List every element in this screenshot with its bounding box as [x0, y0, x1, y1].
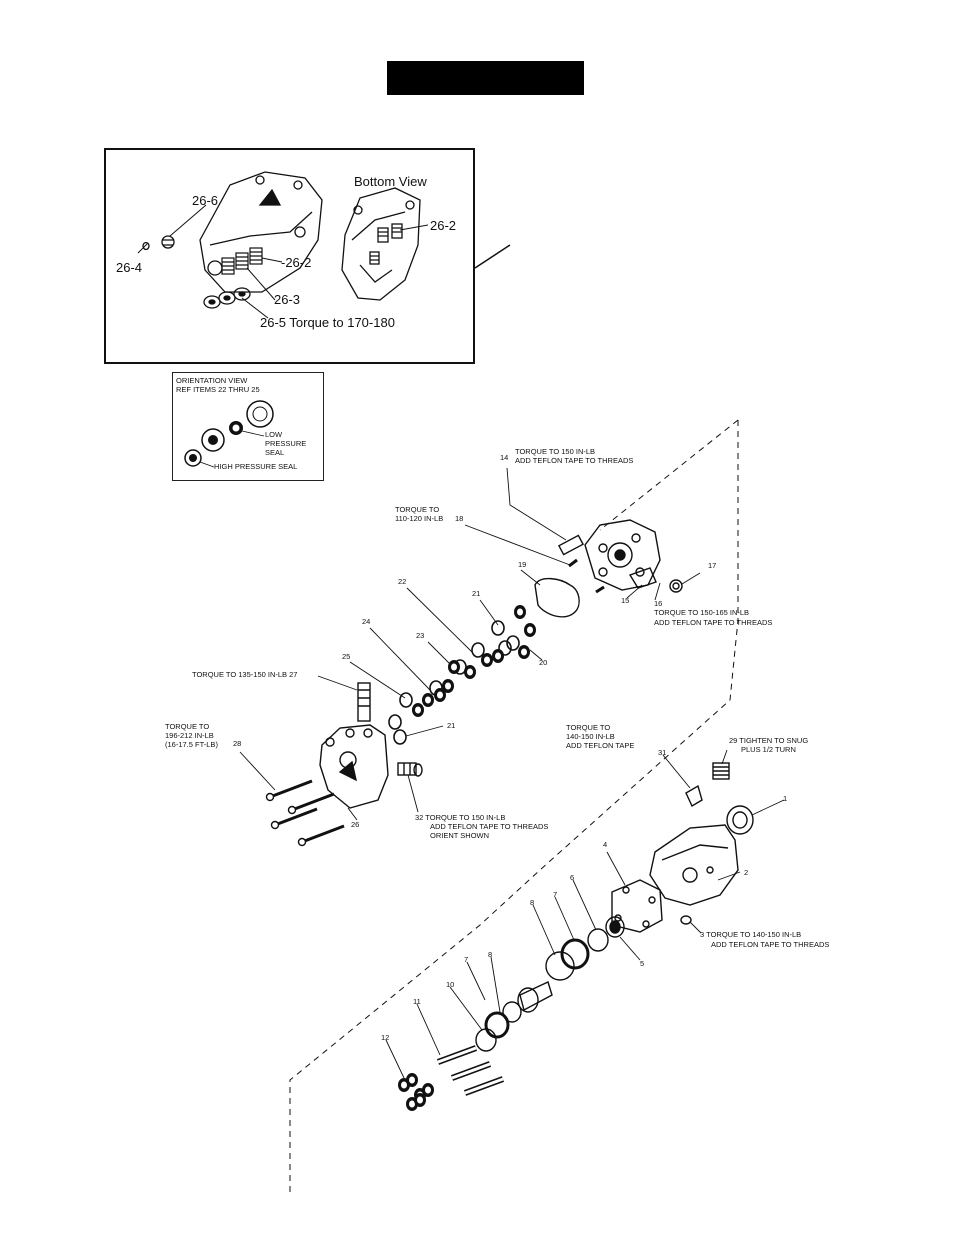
inset-leader-lines — [137, 204, 429, 319]
callout-29-line2: PLUS 1/2 TURN — [741, 745, 796, 754]
dashed-boundary — [289, 419, 739, 1195]
inset-bottom-view-drawing — [341, 187, 421, 301]
callout-15: 15 — [621, 596, 629, 605]
callout-10: 10 — [446, 980, 454, 989]
bottom-view-title: Bottom View — [354, 174, 427, 189]
callout-3-line2: ADD TEFLON TAPE TO THREADS — [711, 940, 829, 949]
manifold-head-drawing — [534, 519, 683, 618]
callout-14-line2: ADD TEFLON TAPE TO THREADS — [515, 456, 633, 465]
callout-28-line3: (16-17.5 FT-LB) — [165, 740, 218, 749]
callout-28-line2: 196-212 IN-LB — [165, 731, 214, 740]
callout-32-line3: ORIENT SHOWN — [430, 831, 489, 840]
callout-21-lower: 21 — [447, 721, 455, 730]
low-pressure-1: LOW — [265, 430, 283, 439]
callout-14-num: 14 — [500, 453, 508, 462]
callout-8-lower: 8 — [488, 950, 492, 959]
callout-7-upper: 7 — [553, 890, 557, 899]
seals-12 — [398, 1073, 434, 1111]
callout-14-line1: TORQUE TO 150 IN-LB — [515, 447, 595, 456]
callout-20: 20 — [539, 658, 547, 667]
callout-16-line2: ADD TEFLON TAPE TO THREADS — [654, 618, 772, 627]
callout-16-line1: TORQUE TO 150-165 IN-LB — [654, 608, 749, 617]
callout-25: 25 — [342, 652, 350, 661]
callout-30-line3: ADD TEFLON TAPE — [566, 741, 634, 750]
callout-16: 16 — [654, 599, 662, 608]
callout-11: 11 — [413, 997, 421, 1006]
label-26-5: 26-5 Torque to 170-180 — [260, 315, 395, 330]
callout-8-upper: 8 — [530, 898, 534, 907]
callout-12: 12 — [381, 1033, 389, 1042]
crankcase-drawing — [475, 762, 754, 1052]
callout-18-num: 18 — [455, 514, 463, 523]
callout-22: 22 — [398, 577, 406, 586]
title-bar — [387, 61, 584, 95]
callout-3-line1: 3 TORQUE TO 140-150 IN-LB — [700, 930, 801, 939]
callout-32-line2: ADD TEFLON TAPE TO THREADS — [430, 822, 548, 831]
lower-manifold-drawing — [319, 682, 423, 809]
leader-lines — [239, 467, 785, 1079]
callout-24: 24 — [362, 617, 370, 626]
seal-stack-upper — [388, 605, 536, 745]
callout-18-line1: TORQUE TO — [395, 505, 439, 514]
callout-19: 19 — [518, 560, 526, 569]
callout-4: 4 — [603, 840, 607, 849]
callout-21-upper: 21 — [472, 589, 480, 598]
bolts-28 — [265, 779, 346, 847]
orientation-ref: REF ITEMS 22 THRU 25 — [176, 385, 260, 394]
callout-30-line1: TORQUE TO — [566, 723, 610, 732]
pistons-11 — [436, 1045, 505, 1096]
orientation-view-box — [172, 372, 324, 481]
callout-23: 23 — [416, 631, 424, 640]
callout-17: 17 — [708, 561, 716, 570]
callout-2: 2 — [744, 868, 748, 877]
callout-18-line2: 110-120 IN-LB — [395, 514, 443, 523]
label-26-6: 26-6 — [192, 193, 218, 208]
orientation-view-text: ORIENTATION VIEW REF ITEMS 22 THRU 25 LO… — [176, 376, 306, 471]
callout-32-line1: 32 TORQUE TO 150 IN-LB — [415, 813, 505, 822]
callout-1: 1 — [783, 794, 787, 803]
label-26-2-left: -26-2 — [281, 255, 311, 270]
callout-6: 6 — [570, 873, 574, 882]
callout-28-num: 28 — [233, 739, 241, 748]
label-26-2-right: 26-2 — [430, 218, 456, 233]
callout-7-lower: 7 — [464, 955, 468, 964]
callout-30-line2: 140-150 IN-LB — [566, 732, 615, 741]
callout-27: TORQUE TO 135-150 IN-LB 27 — [192, 670, 297, 679]
callout-5: 5 — [640, 959, 644, 968]
orientation-title: ORIENTATION VIEW — [176, 376, 248, 385]
low-pressure-3: SEAL — [265, 448, 284, 457]
callout-labels: 14 TORQUE TO 150 IN-LB ADD TEFLON TAPE T… — [165, 447, 829, 1042]
inset-labels: Bottom View 26-6 26-4 -26-2 26-2 26-3 26… — [116, 174, 456, 330]
inset-manifold-drawing — [142, 171, 323, 309]
callout-31: 31 — [658, 748, 666, 757]
callout-29-line1: 29 TIGHTEN TO SNUG — [729, 736, 808, 745]
inset-detail-box — [104, 148, 475, 364]
low-pressure-2: PRESSURE — [265, 439, 306, 448]
label-26-4: 26-4 — [116, 260, 142, 275]
callout-26: 26 — [351, 820, 359, 829]
inset-pointer-line — [474, 244, 511, 269]
label-26-3: 26-3 — [274, 292, 300, 307]
high-pressure-seal: HIGH PRESSURE SEAL — [214, 462, 297, 471]
callout-28-line1: TORQUE TO — [165, 722, 209, 731]
orientation-view-drawing — [184, 400, 274, 468]
